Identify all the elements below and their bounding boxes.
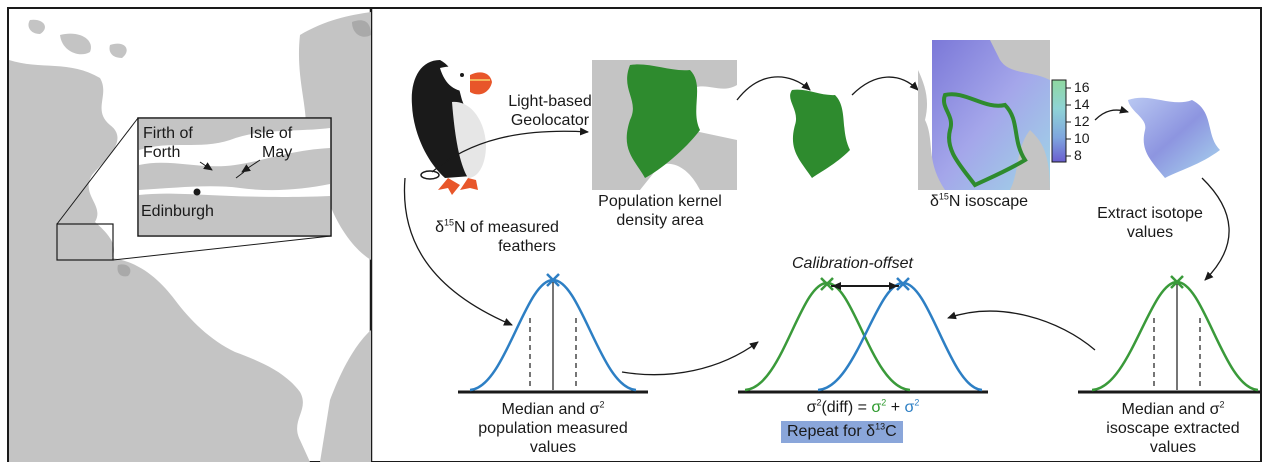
extracted-caption: Median and σ2 isoscape extracted values bbox=[1106, 399, 1240, 456]
firth-of-forth-label: Firth of Forth bbox=[143, 125, 193, 161]
colorbar-ticks bbox=[1066, 87, 1071, 157]
inset-map bbox=[137, 117, 332, 237]
kernel-shape bbox=[790, 89, 850, 178]
kernel-density-map bbox=[592, 60, 737, 190]
extracted-isotope-shape bbox=[1128, 97, 1220, 178]
geolocator-label: Light-based Geolocator bbox=[508, 93, 592, 129]
isle-of-may-label: Isle of May bbox=[249, 125, 293, 161]
feathers-label: δ15N of measured feathers bbox=[435, 217, 559, 255]
kernel-density-label: Population kernel density area bbox=[598, 193, 722, 229]
calibration-distributions bbox=[738, 277, 988, 394]
calibration-offset-label: Calibration-offset bbox=[792, 255, 913, 272]
extracted-distribution bbox=[1078, 275, 1262, 394]
extract-isotope-label: Extract isotope values bbox=[1097, 205, 1203, 241]
colorbar bbox=[1051, 79, 1067, 163]
repeat-carbon-badge: Repeat for δ13C bbox=[781, 421, 903, 443]
edinburgh-label: Edinburgh bbox=[141, 203, 214, 220]
measured-distribution bbox=[458, 273, 648, 394]
puffin-illustration bbox=[411, 60, 492, 195]
isoscape-label: δ15N isoscape bbox=[930, 191, 1029, 210]
isoscape-map bbox=[918, 40, 1067, 190]
colorbar-tick-labels: 16 14 12 10 8 bbox=[1074, 79, 1090, 163]
inset-locator-box bbox=[56, 223, 114, 261]
measured-caption: Median and σ2 population measured values bbox=[478, 399, 628, 456]
figure-frame bbox=[7, 7, 1262, 462]
variance-formula: σ2(diff) = σ2 + σ2 bbox=[806, 397, 920, 416]
uk-map bbox=[9, 12, 371, 462]
edinburgh-marker bbox=[193, 188, 201, 196]
